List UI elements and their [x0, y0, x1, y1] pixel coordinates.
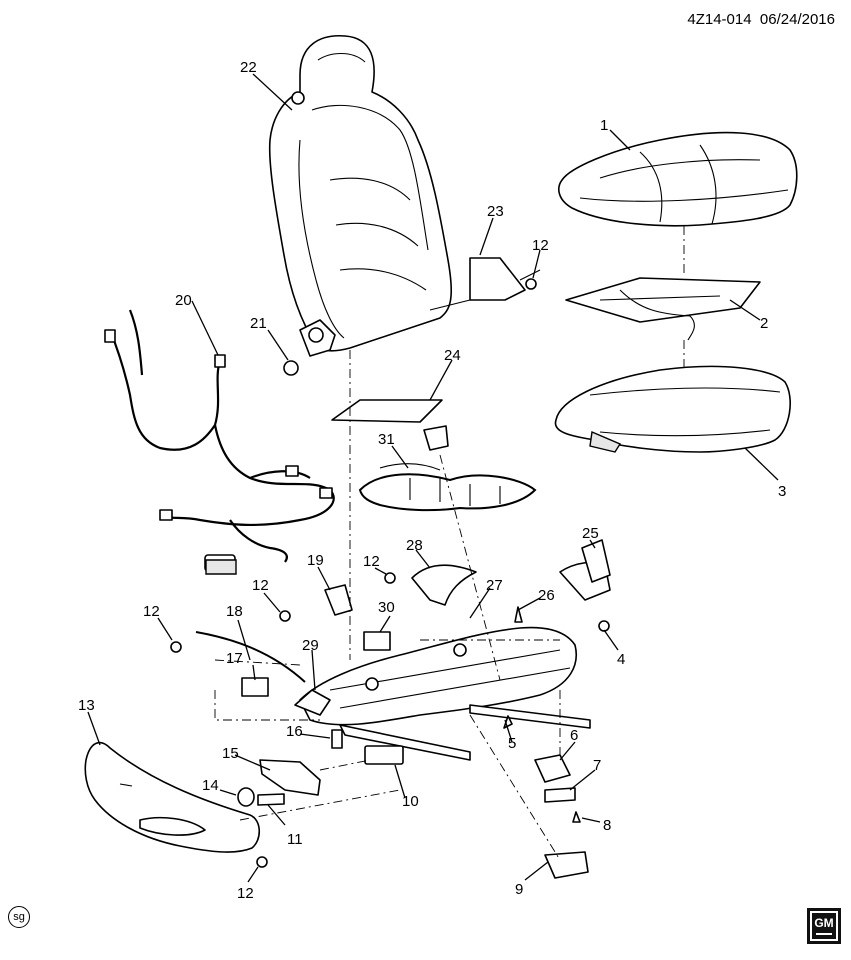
diagram-header: 4Z14-014 06/24/2016 — [687, 11, 835, 28]
callout-13: 13 — [78, 697, 95, 714]
callout-25: 25 — [582, 525, 599, 542]
callout-27: 27 — [486, 577, 503, 594]
callout-23: 23 — [487, 203, 504, 220]
seat-adjuster-frame-part — [299, 626, 591, 761]
callout-16: 16 — [286, 723, 303, 740]
callout-31: 31 — [378, 431, 395, 448]
seat-back-panel-part — [331, 399, 449, 451]
callout-24: 24 — [444, 347, 461, 364]
callout-7: 7 — [593, 757, 601, 774]
callout-12-top-right: 12 — [532, 237, 549, 254]
callout-18: 18 — [226, 603, 243, 620]
leader-lines — [87, 73, 779, 883]
callout-4: 4 — [617, 651, 625, 668]
header-code: 4Z14-014 — [687, 11, 752, 28]
seat-sensor-mat-part — [565, 277, 761, 341]
callout-21: 21 — [250, 315, 267, 332]
callout-8: 8 — [603, 817, 611, 834]
callout-3: 3 — [778, 483, 786, 500]
seat-spring-part — [358, 463, 537, 512]
gm-logo-text: GM — [814, 916, 834, 930]
callout-26: 26 — [538, 587, 555, 604]
reference-lines — [214, 226, 685, 861]
callout-12-far-left: 12 — [143, 603, 160, 620]
callout-9: 9 — [515, 881, 523, 898]
callout-labels: 1 2 3 4 5 6 7 8 9 10 11 12 13 14 15 16 1… — [78, 59, 786, 902]
sg-mark: sg — [8, 906, 30, 928]
seat-side-shield-part — [84, 741, 261, 853]
seat-back-part — [268, 35, 453, 357]
callout-14: 14 — [202, 777, 219, 794]
callout-11: 11 — [287, 831, 303, 848]
callout-2: 2 — [760, 315, 768, 332]
callout-19: 19 — [307, 552, 324, 569]
callout-28: 28 — [406, 537, 423, 554]
callout-10: 10 — [402, 793, 419, 810]
header-date: 06/24/2016 — [759, 11, 835, 28]
callout-12-bottom: 12 — [237, 885, 254, 902]
seat-cushion-pad-part — [554, 365, 791, 453]
small-parts — [170, 257, 611, 879]
callout-1: 1 — [600, 117, 608, 134]
callout-22: 22 — [240, 59, 257, 76]
wiring-harness-part — [104, 309, 335, 572]
callout-29: 29 — [302, 637, 319, 654]
callout-6: 6 — [570, 727, 578, 744]
callout-12-left: 12 — [252, 577, 269, 594]
seat-cushion-cover-part — [558, 131, 798, 227]
callout-5: 5 — [508, 735, 516, 752]
gm-logo: GM — [807, 908, 841, 944]
callout-15: 15 — [222, 745, 239, 762]
callout-30: 30 — [378, 599, 395, 616]
callout-17: 17 — [226, 650, 243, 667]
callout-12-center: 12 — [363, 553, 380, 570]
callout-20: 20 — [175, 292, 192, 309]
